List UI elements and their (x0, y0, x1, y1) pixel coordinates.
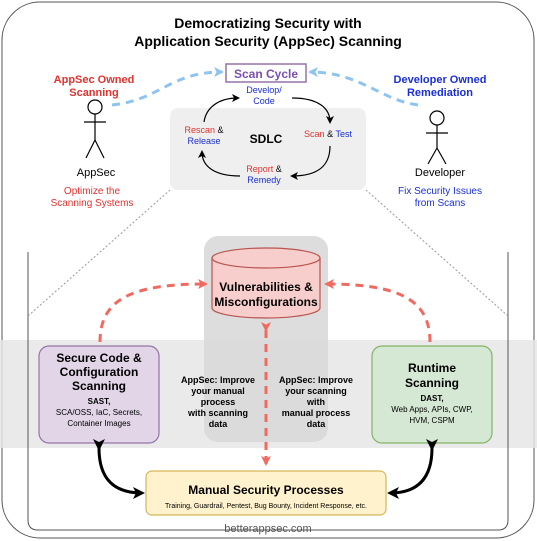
runtime-detail-line2: HVM, CSPM (409, 416, 455, 425)
improve-left-line2: your manual (191, 386, 245, 396)
secure-code-detail-line1: SCA/OSS, IaC, Secrets, (56, 408, 142, 417)
scan-cycle-box (225, 63, 307, 83)
improve-left-line4: with scanning (187, 408, 248, 418)
report-word: Report (246, 164, 274, 174)
release-word: Release (187, 136, 220, 146)
appsec-goal-line1: Optimize the (64, 186, 121, 197)
report-line1: Report & (246, 164, 282, 174)
manual-processes-box (145, 470, 387, 516)
rescan-amp: & (218, 125, 224, 135)
improve-right-line2: your scanning (285, 386, 347, 396)
cycle-arrow-bottom-left (198, 150, 241, 177)
rescan-word: Rescan (184, 125, 215, 135)
appsec-name: AppSec (77, 167, 116, 179)
develop-code-line2: Code (253, 96, 275, 106)
developer-person-icon (426, 110, 448, 165)
sdlc-center-label: SDLC (250, 132, 283, 146)
appsec-owned-line2: Scanning (69, 87, 119, 99)
secure-code-to-vulns-arrow (98, 279, 208, 343)
appsec-to-scan-cycle-arrow (111, 67, 224, 107)
runtime-title-line2: Scanning (405, 376, 459, 390)
manual-detail: Training, Guardrail, Pentest, Bug Bounty… (165, 503, 367, 510)
improve-right-line4: manual process (282, 408, 351, 418)
runtime-title-line1: Runtime (408, 361, 456, 375)
cycle-arrow-top-left (203, 94, 240, 123)
scan-test-label: Scan & Test (304, 129, 352, 139)
vulns-line2: Misconfigurations (214, 295, 318, 309)
secure-code-detail-line2: Container Images (67, 419, 130, 428)
remedy-word: Remedy (247, 175, 281, 185)
developer-name: Developer (415, 167, 465, 179)
develop-code-line1: Develop/ (246, 85, 282, 95)
scan-word: Scan (304, 129, 325, 139)
cycle-arrow-bottom-right (290, 145, 331, 180)
improve-left-line5: data (209, 419, 229, 429)
title-line1: Democratizing Security with (174, 15, 361, 31)
secure-code-title-line1: Secure Code & (56, 351, 142, 365)
report-amp: & (276, 164, 282, 174)
scan-cycle-label: Scan Cycle (234, 67, 298, 81)
test-word: Test (335, 129, 352, 139)
improve-left-line3: process (201, 397, 236, 407)
developer-goal-line1: Fix Security Issues (398, 186, 482, 197)
secure-code-title-line2: Configuration (60, 365, 139, 379)
appsec-person-icon (84, 99, 106, 159)
runtime-dast: DAST, (420, 394, 443, 403)
secure-code-manual-arrow (92, 438, 145, 499)
vulns-line1: Vulnerabilities & (219, 280, 313, 294)
manual-title: Manual Security Processes (188, 483, 344, 497)
improve-right-line1: AppSec: Improve (279, 375, 353, 385)
scan-amp: & (327, 129, 333, 139)
cycle-arrow-top-right (291, 97, 334, 124)
runtime-manual-arrow (387, 438, 439, 499)
appsec-goal-line2: Scanning Systems (51, 198, 134, 209)
developer-owned-line2: Remediation (407, 87, 473, 99)
vulnerabilities-database-icon (211, 247, 321, 319)
title-line2: Application Security (AppSec) Scanning (134, 33, 402, 49)
rescan-line1: Rescan & (184, 125, 223, 135)
appsec-owned-line1: AppSec Owned (54, 74, 135, 86)
developer-to-scan-cycle-arrow (308, 67, 419, 107)
developer-goal-line2: from Scans (415, 198, 466, 209)
secure-code-sast: SAST, (88, 397, 111, 406)
improve-right-line5: data (307, 419, 327, 429)
runtime-detail-line1: Web Apps, APIs, CWP, (391, 405, 473, 414)
inner-frame (27, 252, 509, 531)
sdlc-backdrop (170, 108, 366, 190)
improve-right-line3: with (306, 397, 325, 407)
secure-code-title-line3: Scanning (72, 379, 126, 393)
footer-site: betterappsec.com (224, 523, 311, 535)
developer-owned-line1: Developer Owned (394, 74, 487, 86)
improve-left-line1: AppSec: Improve (181, 375, 255, 385)
